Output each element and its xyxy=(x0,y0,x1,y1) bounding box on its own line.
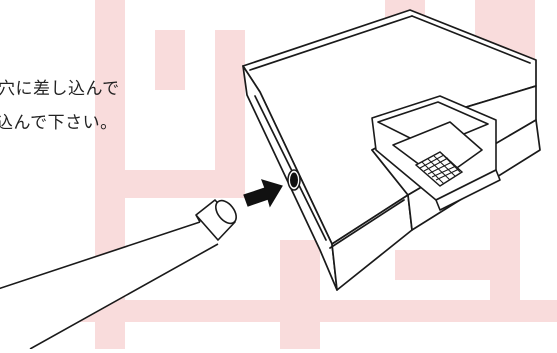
instruction-line-1: 穴に差し込んで xyxy=(0,79,120,99)
instruction-text: 穴に差し込んで 込んで下さい。 xyxy=(0,74,200,154)
filter-mesh-icon xyxy=(414,151,464,187)
instruction-line-2: 込んで下さい。 xyxy=(0,113,118,133)
tray-compartment xyxy=(371,95,501,211)
hose-tube xyxy=(0,199,237,350)
port-hole-icon xyxy=(287,169,301,191)
insert-arrow-icon xyxy=(243,179,283,208)
